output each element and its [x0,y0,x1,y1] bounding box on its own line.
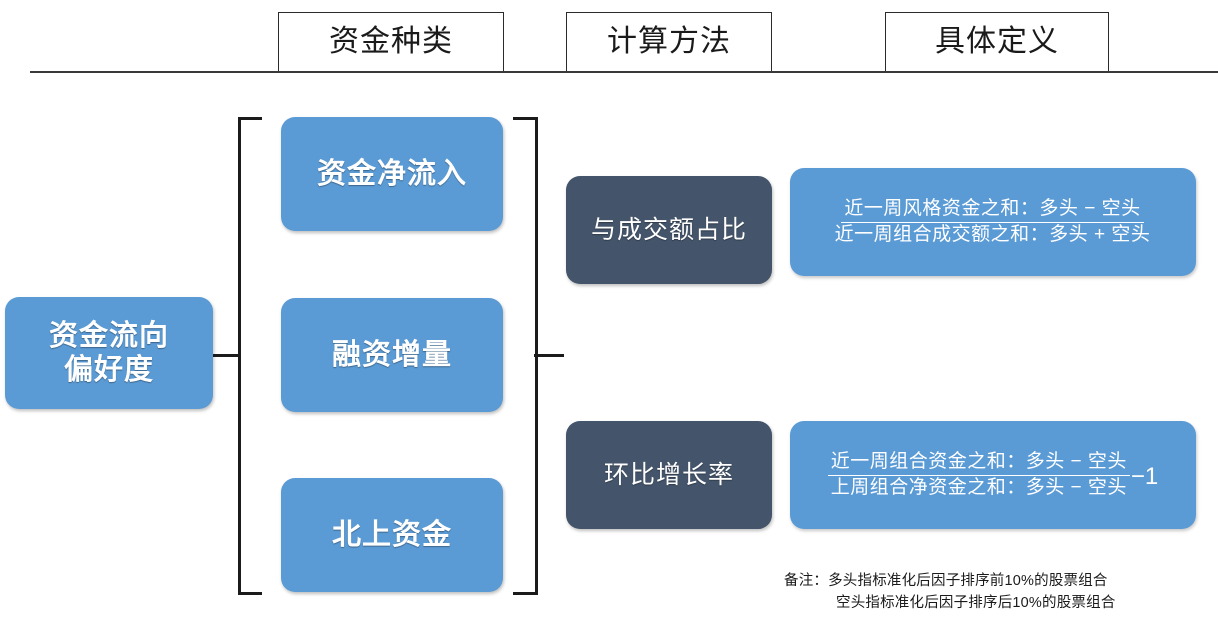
formula-tail: −1 [1130,463,1159,490]
formula-denominator: 上周组合净资金之和：多头 − 空头 [830,476,1127,498]
definition-box-sequential-growth-rate: 近一周组合资金之和：多头 − 空头 上周组合净资金之和：多头 − 空头 −1 [790,421,1196,529]
method-node-sequential-growth-rate: 环比增长率 [566,421,772,529]
header-column-fund-type: 资金种类 [278,12,504,72]
category-node-net-fund-inflow: 资金净流入 [281,117,503,231]
left-bracket [238,117,264,595]
footnote-line-2: 空头指标准化后因子排序后10%的股票组合 [836,595,1116,612]
footnote: 备注：多头指标准化后因子排序前10%的股票组合 空头指标准化后因子排序后10%的… [784,570,1218,615]
formula-fraction: 近一周风格资金之和：多头 − 空头 近一周组合成交额之和：多头 + 空头 [832,198,1154,246]
right-bracket-arm-top [513,117,537,120]
left-bracket-arm-top [238,117,262,120]
category-node-northbound-capital: 北上资金 [281,478,503,592]
connector-root-to-bracket [213,354,241,357]
root-node-line-1: 资金流向 [48,319,169,352]
category-node-margin-financing-increase: 融资增量 [281,298,503,412]
formula-denominator: 近一周组合成交额之和：多头 + 空头 [834,223,1151,245]
method-node-share-of-turnover: 与成交额占比 [566,176,772,284]
header-divider-rule [30,71,1218,73]
root-node-line-2: 偏好度 [63,354,154,386]
connector-bracket-to-methods [534,354,564,357]
header-column-specific-definition: 具体定义 [885,12,1109,72]
definition-box-share-of-turnover: 近一周风格资金之和：多头 − 空头 近一周组合成交额之和：多头 + 空头 [790,168,1196,276]
formula-numerator: 近一周风格资金之和：多头 − 空头 [841,198,1144,223]
left-bracket-arm-bottom [238,592,262,595]
left-bracket-spine [238,117,241,595]
root-node-fund-flow-preference: 资金流向 偏好度 [5,297,213,409]
header-column-calculation-method: 计算方法 [566,12,772,72]
right-bracket-arm-bottom [513,592,537,595]
formula-numerator: 近一周组合资金之和：多头 − 空头 [827,451,1130,476]
footnote-line-1: 备注：多头指标准化后因子排序前10%的股票组合 [784,573,1108,589]
formula-fraction: 近一周组合资金之和：多头 − 空头 上周组合净资金之和：多头 − 空头 [827,451,1130,499]
